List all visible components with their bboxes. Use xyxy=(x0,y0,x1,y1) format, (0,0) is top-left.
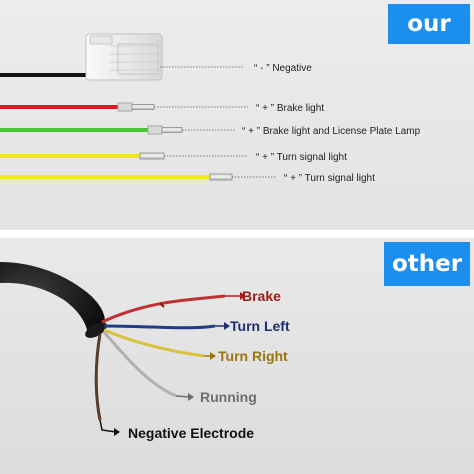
wire-turn-right xyxy=(103,328,205,358)
wire-brake xyxy=(101,294,226,324)
our-badge: our xyxy=(388,4,470,44)
yellow-2-terminal xyxy=(209,173,233,181)
label-turn-left: Turn Left xyxy=(230,318,290,334)
red-terminal-pin xyxy=(131,104,155,110)
white-connector-plug xyxy=(85,33,163,81)
red-crimp-sleeve xyxy=(117,102,133,112)
label-turn-signal-1: “ + ” Turn signal light xyxy=(256,152,347,163)
label-brake-light: “ + ” Brake light xyxy=(256,103,324,114)
label-turn-right: Turn Right xyxy=(218,348,288,364)
label-brake-and-plate-lamp: “ + ” Brake light and License Plate Lamp xyxy=(242,126,421,137)
cable-cut-end xyxy=(85,322,107,338)
yellow-1-terminal xyxy=(139,152,165,160)
label-running: Running xyxy=(200,389,257,405)
label-negative: “ - ” Negative xyxy=(254,63,312,74)
wire-running xyxy=(102,331,177,398)
black-cable-jacket xyxy=(0,262,106,334)
other-badge: other xyxy=(384,242,470,286)
label-turn-signal-2: “ + ” Turn signal light xyxy=(284,173,375,184)
wire-turn-left xyxy=(103,324,216,330)
green-terminal-pin xyxy=(161,127,183,133)
label-brake: Brake xyxy=(242,288,281,304)
wire-negative xyxy=(94,333,102,421)
panel-divider xyxy=(0,230,474,238)
green-crimp-sleeve xyxy=(147,125,163,135)
label-negative-electrode: Negative Electrode xyxy=(128,425,254,441)
